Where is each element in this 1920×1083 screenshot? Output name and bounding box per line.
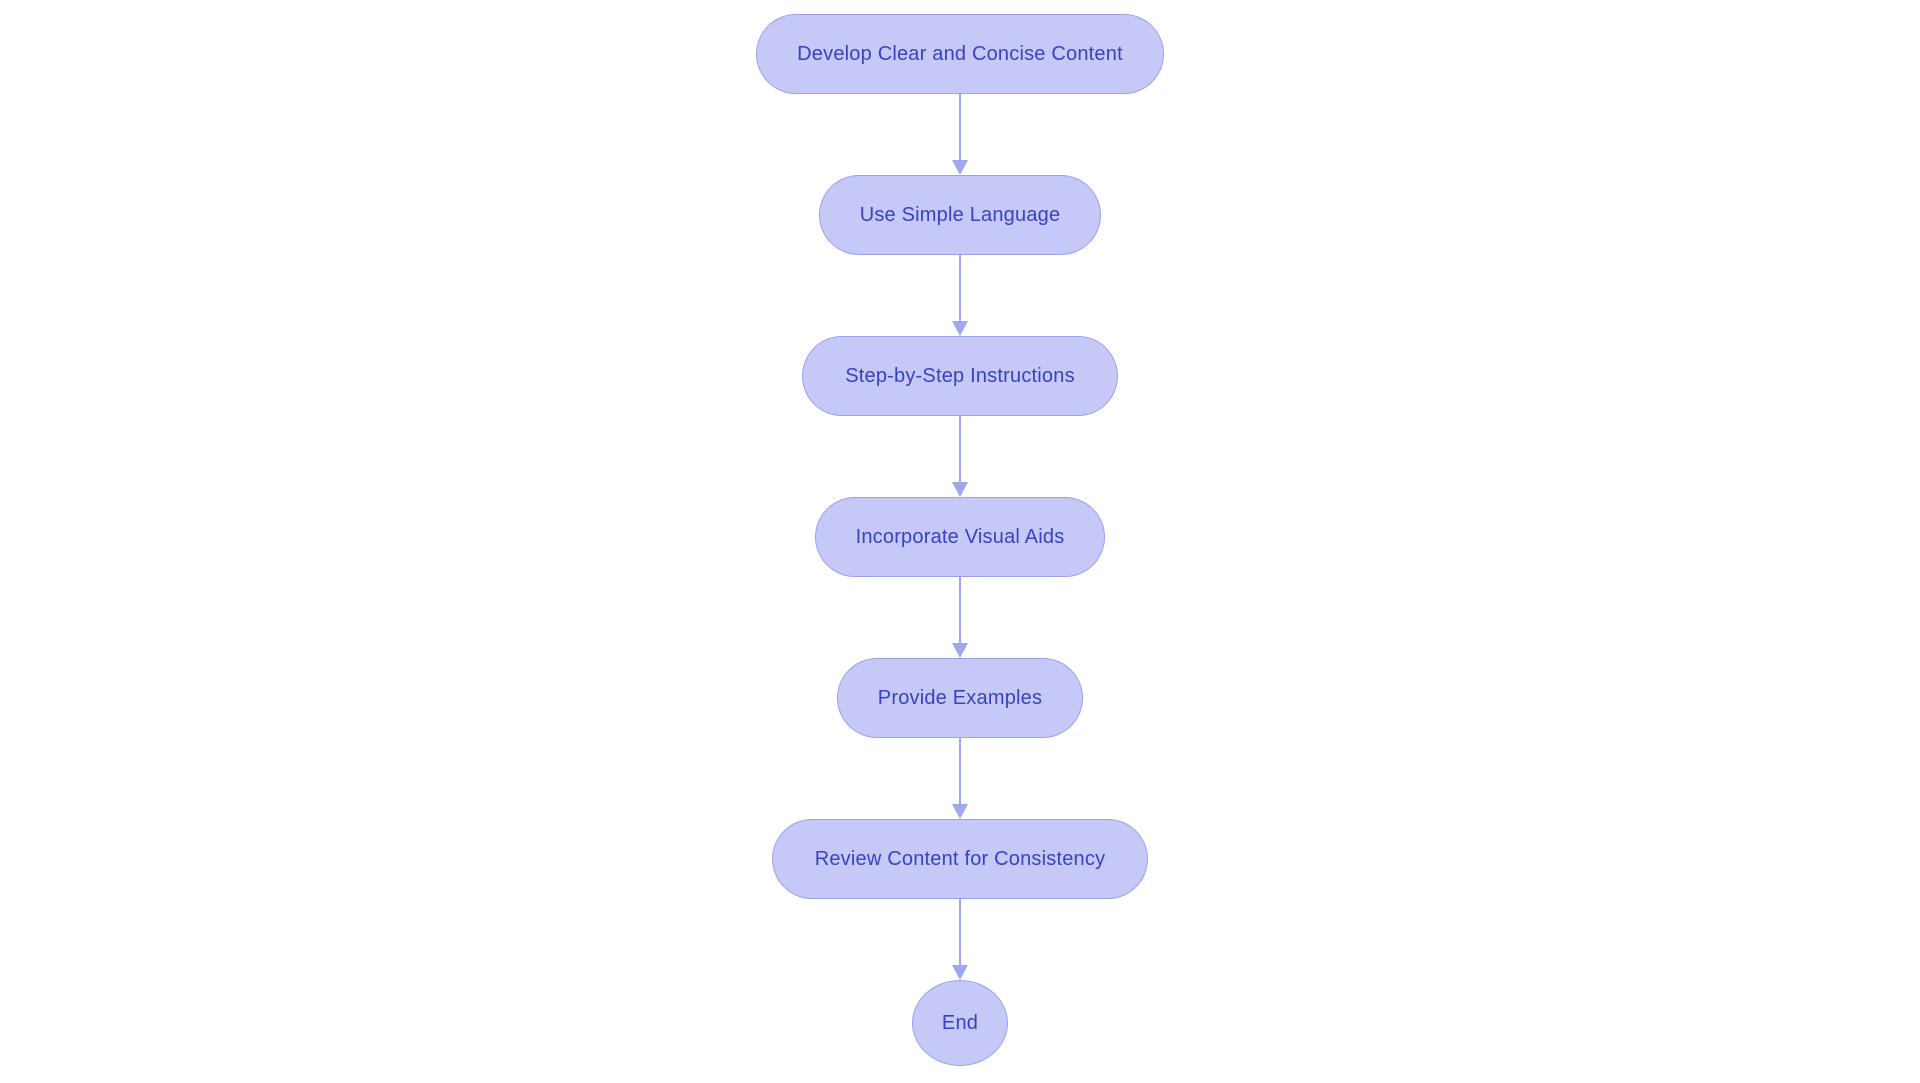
node-step-by-step-instructions: Step-by-Step Instructions: [802, 336, 1118, 416]
node-label: Develop Clear and Concise Content: [797, 42, 1123, 65]
arrow-head-icon: [952, 965, 968, 980]
node-provide-examples: Provide Examples: [836, 658, 1084, 738]
node-label: Step-by-Step Instructions: [845, 364, 1075, 387]
node-review-consistency: Review Content for Consistency: [772, 819, 1148, 899]
node-develop-content: Develop Clear and Concise Content: [756, 14, 1164, 94]
arrow-head-icon: [952, 321, 968, 336]
flow-arrow: [952, 416, 968, 497]
flow-arrow: [952, 899, 968, 980]
arrow-line: [958, 255, 962, 321]
node-incorporate-visual-aids: Incorporate Visual Aids: [814, 497, 1106, 577]
arrow-line: [958, 577, 962, 643]
arrow-head-icon: [952, 160, 968, 175]
node-use-simple-language: Use Simple Language: [818, 175, 1102, 255]
arrow-line: [958, 899, 962, 965]
arrow-line: [958, 416, 962, 482]
node-label: Incorporate Visual Aids: [855, 525, 1065, 548]
arrow-head-icon: [952, 643, 968, 658]
node-label: Provide Examples: [877, 686, 1043, 709]
node-end: End: [912, 980, 1008, 1066]
flow-arrow: [952, 577, 968, 658]
flow-arrow: [952, 255, 968, 336]
arrow-head-icon: [952, 482, 968, 497]
node-label: Review Content for Consistency: [814, 847, 1106, 870]
arrow-line: [958, 94, 962, 160]
arrow-head-icon: [952, 804, 968, 819]
flow-arrow: [952, 94, 968, 175]
arrow-line: [958, 738, 962, 804]
flow-arrow: [952, 738, 968, 819]
flow-column: Develop Clear and Concise Content Use Si…: [756, 14, 1164, 1066]
node-label: Use Simple Language: [859, 203, 1061, 226]
node-label: End: [941, 1011, 979, 1034]
